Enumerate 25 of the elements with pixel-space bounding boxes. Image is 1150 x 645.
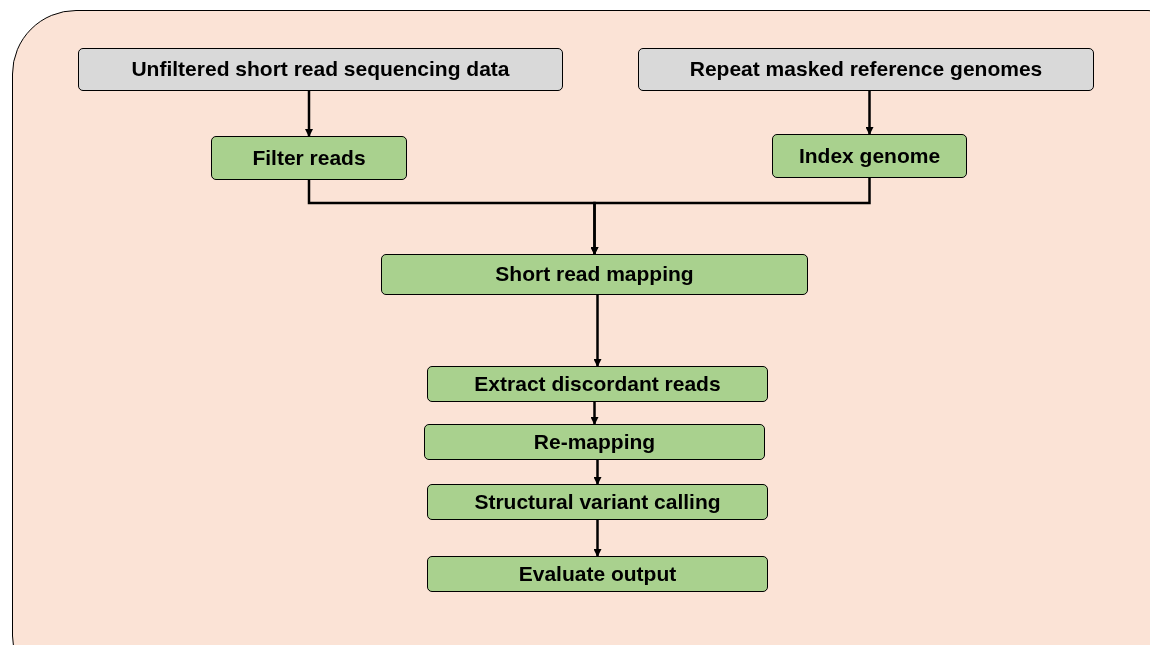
step-label: Evaluate output [518,560,677,587]
process-box [381,254,808,295]
step-label: Filter reads [252,144,366,171]
process-box [427,484,768,520]
process-box [772,134,967,178]
arrow [593,460,602,485]
arrow [593,520,602,557]
process-box [638,48,1094,91]
step-label: Re-mapping [533,428,656,455]
process-box [427,366,768,402]
step-label: Index genome [798,142,941,169]
process-box [78,48,563,91]
process-box [424,424,765,460]
arrow [593,295,602,367]
step-label: Structural variant calling [474,488,721,515]
process-box [427,556,768,592]
arrow [865,91,874,135]
step-label: Repeat masked reference genomes [689,56,1043,83]
arrow [590,178,871,255]
step-label: Extract discordant reads [474,370,721,397]
arrow [590,402,599,425]
process-box [211,136,407,180]
step-label: Short read mapping [495,261,694,288]
arrow [305,91,313,137]
step-label: Unfiltered short read sequencing data [131,56,510,83]
